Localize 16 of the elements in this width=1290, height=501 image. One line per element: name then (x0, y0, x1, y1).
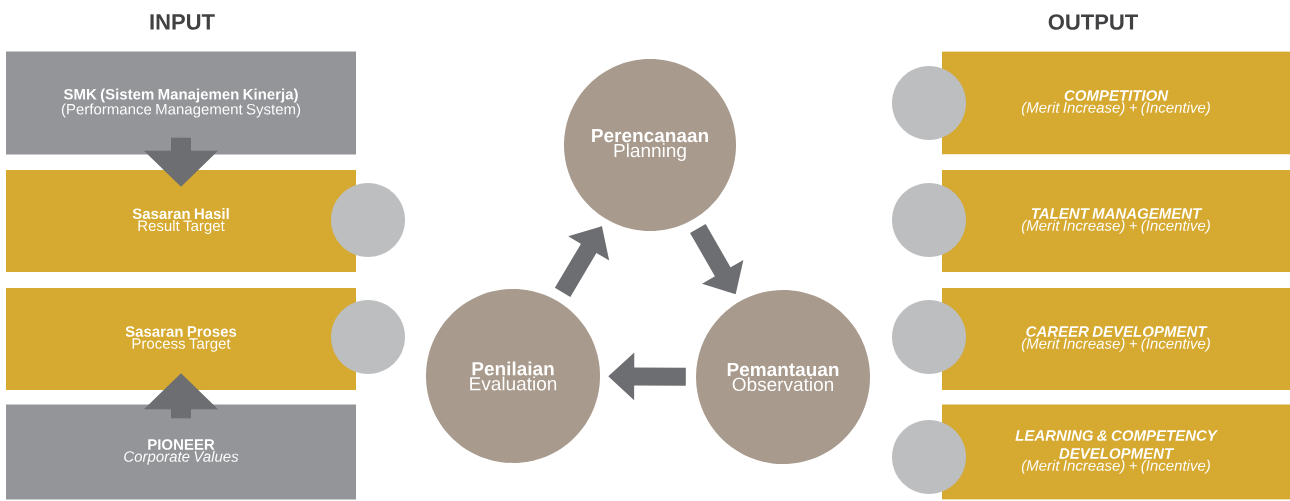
text-box: TALENT MANAGEMENT (Merit Increase) + (Incentive) (942, 170, 1290, 272)
text-box: SMK (Sistem Manajemen Kinerja) (Performance Management System) (6, 51, 356, 155)
column-heading: INPUT (150, 14, 215, 30)
text-box: COMPETITION (Merit Increase) + (Incentive) (942, 51, 1290, 155)
empty-circle (892, 66, 966, 140)
text-box: PIONEER Corporate Values (6, 404, 356, 500)
text-box: Sasaran Proses Process Target (6, 288, 356, 390)
text-box: LEARNING & COMPETENCY DEVELOPMENT (Merit Increase) + (Incentive) (942, 404, 1290, 500)
empty-circle (892, 300, 966, 374)
empty-circle (892, 183, 966, 257)
column-heading: OUTPUT (1048, 14, 1138, 30)
text-box: Sasaran Hasil Result Target (6, 170, 356, 272)
empty-circle (331, 183, 405, 257)
empty-circle (331, 300, 405, 374)
text-box: CAREER DEVELOPMENT (Merit Increase) + (Incentive) (942, 288, 1290, 390)
empty-circle (892, 420, 966, 494)
